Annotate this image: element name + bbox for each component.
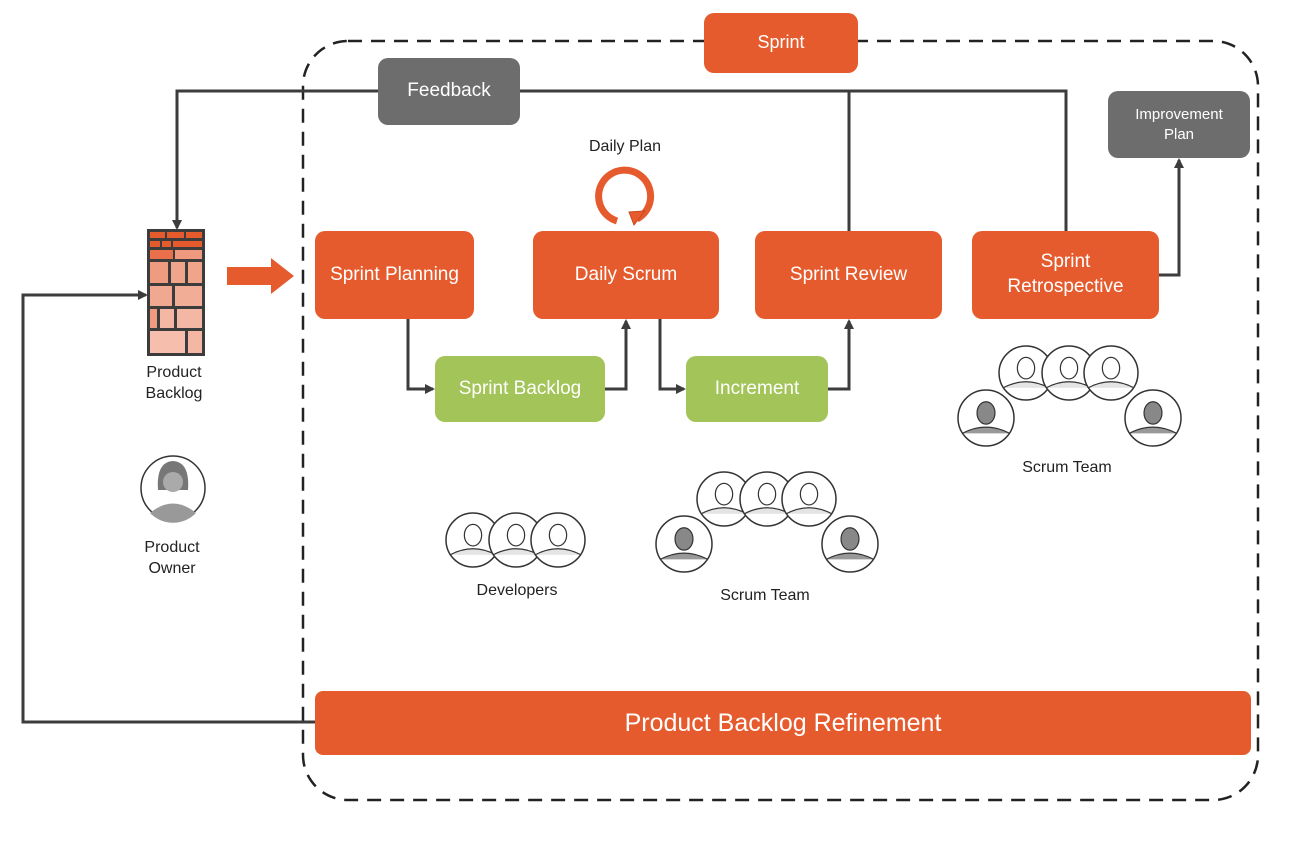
product-backlog-refinement-box[interactable]: Product Backlog Refinement [315,691,1251,755]
sprint-review-box[interactable]: Sprint Review [755,231,942,319]
team-member-avatar [696,471,752,527]
flow-arrow-icon [227,258,294,294]
cycle-arrow-icon [595,166,655,227]
scrum-team-right-group-icon [957,345,1182,447]
team-member-avatar [957,389,1015,447]
feedback-connector [177,89,1068,231]
sprint-backlog-box[interactable]: Sprint Backlog [435,356,605,422]
daily-plan-label: Daily Plan [588,138,662,155]
team-member-avatar [1124,389,1182,447]
team-member-avatar [781,471,837,527]
sprint-planning-box[interactable]: Sprint Planning [315,231,474,319]
increment-to-review-connector [828,319,854,391]
sprint-retrospective-box[interactable]: Sprint Retrospective [972,231,1159,319]
team-member-avatar [655,515,713,573]
increment-box[interactable]: Increment [686,356,828,422]
sprint-retrospective-line1: Sprint [1040,251,1091,273]
product-owner-label-line2: Owner [148,560,196,577]
sprint-box[interactable]: Sprint [704,13,858,73]
team-member-avatar [1083,345,1139,401]
product-backlog-label-line2: Backlog [145,385,203,402]
product-owner-label-line1: Product [144,539,200,556]
sprint-boundary [301,39,1260,802]
product-owner-avatar [140,455,206,523]
improvement-plan-box[interactable]: Improvement Plan [1108,91,1250,158]
team-member-avatar [739,471,795,527]
scrum-team-center-label: Scrum Team [720,587,810,604]
developers-label: Developers [476,582,558,599]
scrum-team-center-group-icon [655,471,879,573]
sprint-retrospective-line2: Retrospective [1007,276,1124,297]
developer-avatar [530,512,586,568]
brick-wall-icon [147,229,205,356]
retro-to-improvement-connector [1159,158,1184,277]
team-member-avatar [821,515,879,573]
daily-to-increment-connector [658,319,686,394]
refinement-connector [21,290,315,724]
product-backlog-label-line1: Product [146,364,202,381]
feedback-box[interactable]: Feedback [378,58,520,125]
developers-group-icon [445,512,586,568]
product-backlog-label: Product Backlog [124,362,224,404]
backlog-to-daily-connector [605,319,631,391]
scrum-team-right-label: Scrum Team [1022,459,1112,476]
product-owner-label: Product Owner [122,537,222,579]
daily-scrum-box[interactable]: Daily Scrum [533,231,719,319]
planning-to-backlog-connector [406,319,435,394]
